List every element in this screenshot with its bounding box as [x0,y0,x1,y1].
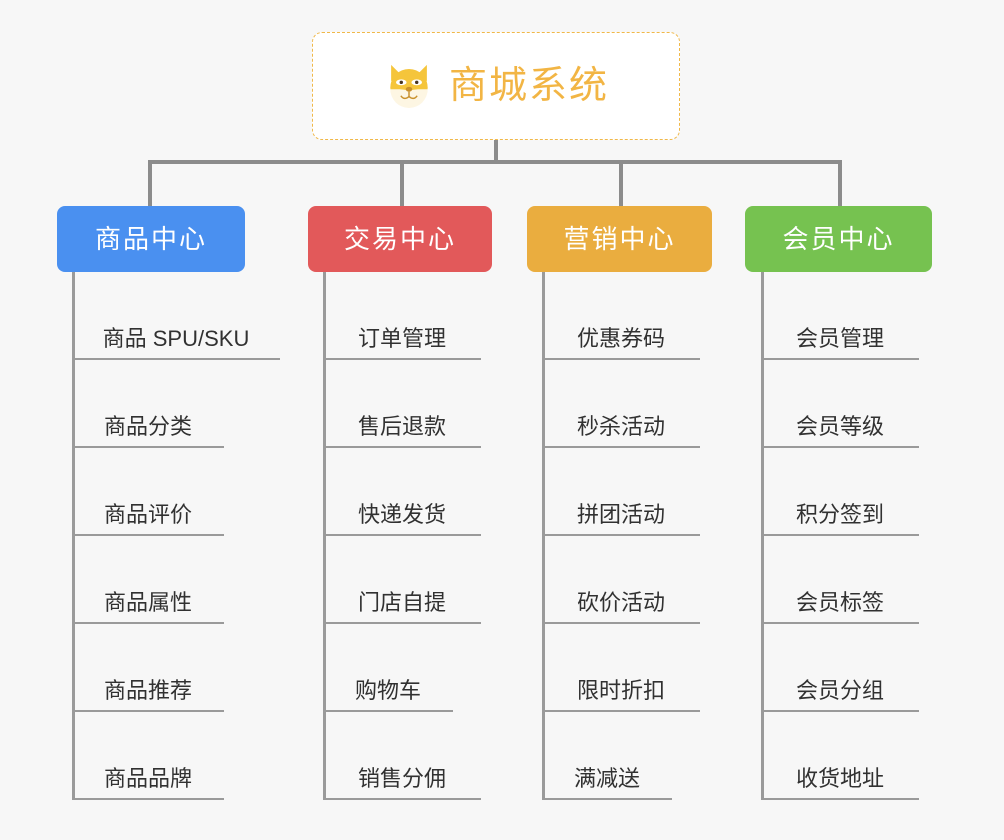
category-label: 交易中心 [343,224,456,254]
category-box-huiyuan-zhongxin[interactable]: 会员中心 [745,206,932,272]
leaf-item[interactable]: 收货地址 [761,712,919,800]
leaf-spine-4 [761,272,764,800]
category-label: 会员中心 [782,224,895,254]
connector-drop-category-4 [838,160,842,206]
leaf-item-label: 快递发货 [357,501,446,527]
leaf-item[interactable]: 门店自提 [323,536,481,624]
category-label: 营销中心 [563,224,676,254]
leaf-item-label: 秒杀活动 [576,413,665,439]
leaf-item[interactable]: 商品品牌 [72,712,224,800]
leaf-item[interactable]: 商品推荐 [72,624,224,712]
leaf-item-label: 会员管理 [795,325,884,351]
connector-horizontal-bus [150,160,840,164]
root-node-title: 商城系统 [448,65,609,107]
category-box-jiaoyi-zhongxin[interactable]: 交易中心 [308,206,492,272]
leaf-item-label: 收货地址 [795,765,884,791]
leaf-item[interactable]: 售后退款 [323,360,481,448]
leaf-item[interactable]: 优惠券码 [542,272,700,360]
leaf-item-label: 拼团活动 [576,501,665,527]
category-label: 商品中心 [94,224,207,254]
leaf-item[interactable]: 快递发货 [323,448,481,536]
leaf-item-label: 会员等级 [795,413,884,439]
connector-drop-category-2 [400,160,404,206]
leaf-item-label: 会员分组 [795,677,884,703]
connector-root-stem [494,140,498,162]
shiba-dog-face-icon [383,60,435,112]
leaf-item[interactable]: 会员管理 [761,272,919,360]
leaf-item-label: 满减送 [573,765,640,791]
leaf-item-label: 订单管理 [357,325,446,351]
leaf-item-label: 砍价活动 [576,589,665,615]
leaf-item-label: 销售分佣 [357,765,446,791]
root-node-shopping-mall-system[interactable]: 商城系统 [312,32,680,140]
leaf-item-label: 商品分类 [103,413,192,439]
leaf-item[interactable]: 购物车 [323,624,453,712]
leaf-item[interactable]: 订单管理 [323,272,481,360]
leaf-item[interactable]: 拼团活动 [542,448,700,536]
leaf-item-label: 购物车 [354,677,421,703]
leaf-item[interactable]: 销售分佣 [323,712,481,800]
leaf-item-label: 商品评价 [103,501,192,527]
leaf-spine-2 [323,272,326,800]
category-box-yingxiao-zhongxin[interactable]: 营销中心 [527,206,712,272]
leaf-item[interactable]: 满减送 [542,712,672,800]
leaf-spine-1 [72,272,75,800]
leaf-item-label: 商品属性 [103,589,192,615]
leaf-item[interactable]: 砍价活动 [542,536,700,624]
leaf-item-label: 门店自提 [357,589,446,615]
leaf-spine-3 [542,272,545,800]
category-box-shangpin-zhongxin[interactable]: 商品中心 [57,206,245,272]
leaf-item-label: 限时折扣 [576,677,665,703]
leaf-item[interactable]: 会员等级 [761,360,919,448]
leaf-item[interactable]: 积分签到 [761,448,919,536]
leaf-item[interactable]: 商品评价 [72,448,224,536]
leaf-item-label: 积分签到 [795,501,884,527]
leaf-item-label: 商品推荐 [103,677,192,703]
leaf-item-label: 商品品牌 [103,765,192,791]
leaf-item[interactable]: 会员标签 [761,536,919,624]
leaf-item[interactable]: 商品 SPU/SKU [72,272,280,360]
leaf-item-label: 商品 SPU/SKU [102,325,250,351]
leaf-item[interactable]: 限时折扣 [542,624,700,712]
leaf-item-label: 会员标签 [795,589,884,615]
leaf-item[interactable]: 商品属性 [72,536,224,624]
leaf-item-label: 售后退款 [357,413,446,439]
leaf-item[interactable]: 商品分类 [72,360,224,448]
connector-drop-category-1 [148,160,152,206]
leaf-item[interactable]: 会员分组 [761,624,919,712]
leaf-item[interactable]: 秒杀活动 [542,360,700,448]
connector-drop-category-3 [619,160,623,206]
leaf-item-label: 优惠券码 [576,325,665,351]
